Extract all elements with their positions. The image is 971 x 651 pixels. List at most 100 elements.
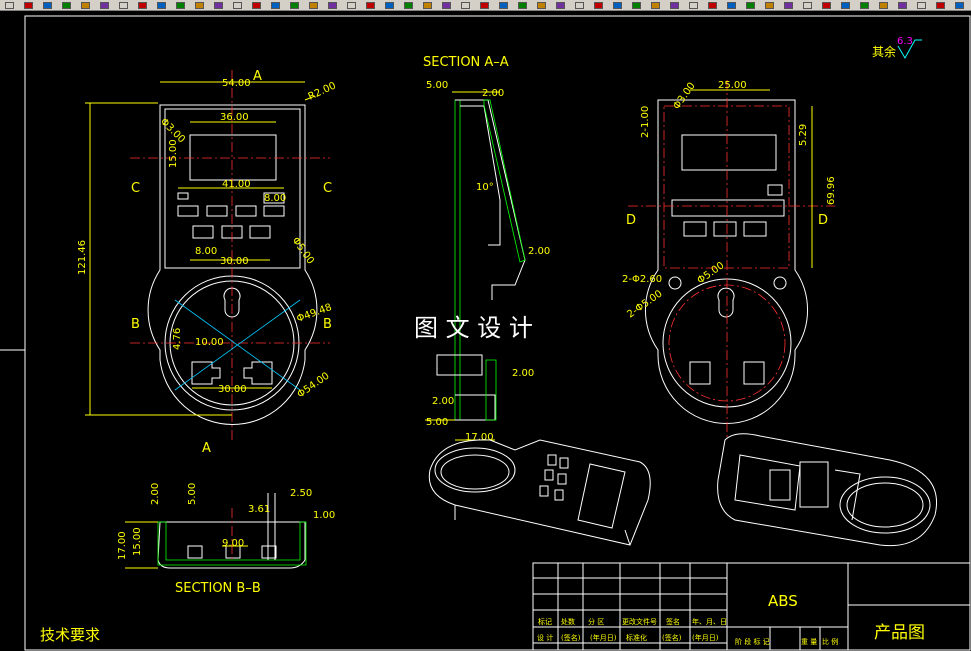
toolbar-button-icon[interactable] xyxy=(423,1,432,9)
toolbar-button-icon[interactable] xyxy=(936,1,945,9)
toolbar-button-icon[interactable] xyxy=(765,1,774,9)
back-outline xyxy=(645,99,808,424)
back-dim-69-96: 69.96 xyxy=(826,176,837,205)
toolbar-button-icon[interactable] xyxy=(632,1,641,9)
tb-r1-c5: 签名 xyxy=(666,617,680,626)
dim-30b: 30.00 xyxy=(218,384,247,395)
toolbar-button-icon[interactable] xyxy=(366,1,375,9)
toolbar-button-icon[interactable] xyxy=(81,1,90,9)
toolbar-button-icon[interactable] xyxy=(727,1,736,9)
toolbar-button-icon[interactable] xyxy=(100,1,109,9)
toolbar-button-icon[interactable] xyxy=(233,1,242,9)
title-block-text: ABS 产品图 标记 处数 分 区 更改文件号 签名 年、月、日 设 计 (签名… xyxy=(537,592,925,646)
lcd-window xyxy=(189,134,277,181)
toolbar-button-icon[interactable] xyxy=(708,1,717,9)
back-dim-2-phi5: 2-Φ5.00 xyxy=(625,288,664,320)
toolbar-button-icon[interactable] xyxy=(404,1,413,9)
hatch-wall xyxy=(454,99,461,421)
tb-r2-c1: 设 计 xyxy=(537,633,553,642)
toolbar-button-icon[interactable] xyxy=(613,1,622,9)
toolbar-button-icon[interactable] xyxy=(157,1,166,9)
dim-phi5: Φ5.00 xyxy=(290,235,316,266)
cut-c-right: C xyxy=(323,181,332,196)
toolbar-button-icon[interactable] xyxy=(214,1,223,9)
dim-30a: 30.00 xyxy=(220,256,249,267)
toolbar-button-icon[interactable] xyxy=(195,1,204,9)
toolbar-button-icon[interactable] xyxy=(385,1,394,9)
bb-dim-15: 15.00 xyxy=(132,527,143,556)
toolbar-button-icon[interactable] xyxy=(841,1,850,9)
toolbar-button-icon[interactable] xyxy=(271,1,280,9)
toolbar-button-icon[interactable] xyxy=(651,1,660,9)
cad-toolbar xyxy=(0,0,971,11)
toolbar-button-icon[interactable] xyxy=(784,1,793,9)
dim-r2: R2.00 xyxy=(307,80,338,102)
toolbar-button-icon[interactable] xyxy=(556,1,565,9)
tb-r2-c3: (年月日) xyxy=(590,633,617,642)
toolbar-button-icon[interactable] xyxy=(822,1,831,9)
cut-b-right: B xyxy=(323,317,332,332)
pin-hole-right xyxy=(243,361,273,385)
front-outline xyxy=(147,104,318,425)
toolbar-button-icon[interactable] xyxy=(689,1,698,9)
toolbar-button-icon[interactable] xyxy=(176,1,185,9)
hatch-slope xyxy=(483,99,526,263)
toolbar-button-icon[interactable] xyxy=(518,1,527,9)
aa-dim-5a: 5.00 xyxy=(426,80,448,91)
toolbar-button-icon[interactable] xyxy=(917,1,926,9)
bb-dim-2: 2.00 xyxy=(150,483,161,505)
back-pin-right xyxy=(743,361,765,385)
bb-dim-5: 5.00 xyxy=(187,483,198,505)
toolbar-button-icon[interactable] xyxy=(898,1,907,9)
screw-boss-left xyxy=(668,276,682,290)
back-inner-dashed xyxy=(663,105,790,269)
toolbar-button-icon[interactable] xyxy=(803,1,812,9)
toolbar-button-icon[interactable] xyxy=(860,1,869,9)
toolbar-button-icon[interactable] xyxy=(5,1,14,9)
toolbar-button-icon[interactable] xyxy=(575,1,584,9)
tech-requirements: 技术要求 xyxy=(40,626,100,644)
toolbar-button-icon[interactable] xyxy=(328,1,337,9)
section-aa-title: SECTION A–A xyxy=(423,55,509,70)
toolbar-button-icon[interactable] xyxy=(347,1,356,9)
cad-drawing-canvas[interactable]: 54.00 36.00 41.00 8.00 8.00 30.00 30.00 … xyxy=(0,11,971,651)
watermark: 图 文 设 计 xyxy=(414,314,533,342)
toolbar-button-icon[interactable] xyxy=(480,1,489,9)
iso-view-front xyxy=(428,439,651,546)
bb-dim-17: 17.00 xyxy=(117,531,128,560)
back-dim-25: 25.00 xyxy=(718,80,747,91)
small-slot xyxy=(177,192,189,200)
toolbar-button-icon[interactable] xyxy=(746,1,755,9)
section-bb-view xyxy=(125,493,307,569)
switch-slot xyxy=(263,192,285,204)
tb-r2-c5: (签名) xyxy=(662,633,682,642)
toolbar-button-icon[interactable] xyxy=(499,1,508,9)
toolbar-button-icon[interactable] xyxy=(62,1,71,9)
toolbar-button-icon[interactable] xyxy=(309,1,318,9)
button-slot xyxy=(206,205,228,217)
roughness-label: 其余 xyxy=(872,44,896,59)
back-dim-2-phi2-6: 2-Φ2.60 xyxy=(622,274,662,285)
toolbar-button-icon[interactable] xyxy=(670,1,679,9)
toolbar-button-icon[interactable] xyxy=(461,1,470,9)
back-dim-2-1: 2-1.00 xyxy=(640,106,651,138)
toolbar-button-icon[interactable] xyxy=(442,1,451,9)
toolbar-button-icon[interactable] xyxy=(879,1,888,9)
cut-b-left: B xyxy=(131,317,140,332)
aa-dim-2c: 2.00 xyxy=(512,368,534,379)
toolbar-button-icon[interactable] xyxy=(43,1,52,9)
toolbar-button-icon[interactable] xyxy=(252,1,261,9)
back-pin-left xyxy=(689,361,711,385)
section-bb-title: SECTION B–B xyxy=(175,581,261,596)
toolbar-button-icon[interactable] xyxy=(119,1,128,9)
toolbar-button-icon[interactable] xyxy=(537,1,546,9)
hatch-bottom xyxy=(485,359,497,421)
tb-scale: 比 例 xyxy=(822,637,838,646)
toolbar-button-icon[interactable] xyxy=(955,1,964,9)
front-upper-panel xyxy=(164,108,301,269)
toolbar-button-icon[interactable] xyxy=(594,1,603,9)
toolbar-button-icon[interactable] xyxy=(138,1,147,9)
toolbar-button-icon[interactable] xyxy=(290,1,299,9)
dim-10: 10.00 xyxy=(195,337,224,348)
toolbar-button-icon[interactable] xyxy=(24,1,33,9)
